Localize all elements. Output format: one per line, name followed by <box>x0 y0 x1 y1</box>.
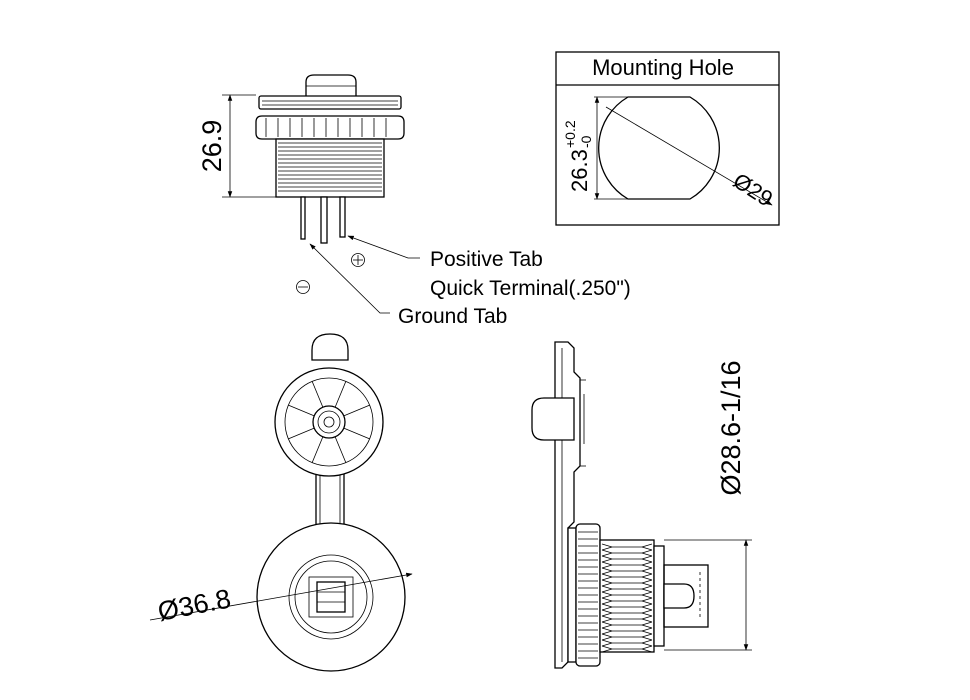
hole-diameter-label: Ø29 <box>729 168 777 212</box>
cap-spokes <box>288 381 370 463</box>
plus-circle-icon <box>351 253 365 267</box>
front-diameter-line <box>149 572 413 621</box>
socket-face <box>256 522 406 672</box>
right-side-view: Ø28.6-1/16 <box>531 341 752 669</box>
mounting-hole-box: Mounting Hole 26.3 +0.2 -0 Ø29 <box>555 51 780 226</box>
thread-diameter-label: Ø28.6-1/16 <box>716 360 746 495</box>
mounting-hole-shape <box>598 96 720 200</box>
body-flange <box>567 527 577 663</box>
height-dimension: 26.9 <box>197 94 276 198</box>
flange <box>258 95 402 110</box>
ground-tab-leader <box>309 243 390 314</box>
rear-terminal-tab <box>663 583 695 609</box>
cap-plug <box>531 397 575 441</box>
side-view: 26.9 Positive Tab Quick Terminal(.250") … <box>197 74 631 328</box>
minus-circle-icon <box>296 280 310 294</box>
hole-height-dimension: 26.3 +0.2 -0 <box>562 120 594 192</box>
front-view: Ø36.8 <box>149 333 413 672</box>
mounting-hole-title: Mounting Hole <box>592 55 734 80</box>
tether-strap <box>311 333 349 361</box>
height-dim-label: 26.9 <box>197 120 227 173</box>
threaded-body <box>275 138 385 198</box>
terminal-tabs <box>300 196 346 244</box>
nut <box>255 115 405 140</box>
ground-tab-label: Ground Tab <box>398 305 507 328</box>
quick-terminal-label: Quick Terminal(.250") <box>430 277 631 300</box>
hole-tol-lower: -0 <box>578 135 594 148</box>
socket-inner-ring <box>288 554 374 640</box>
positive-tab-label: Positive Tab <box>430 248 543 271</box>
front-diameter-label: Ø36.8 <box>155 583 233 626</box>
hole-height-base: 26.3 <box>567 149 592 192</box>
hole-tol-upper: +0.2 <box>562 120 578 148</box>
rear-housing <box>653 545 665 647</box>
positive-tab-leader <box>347 235 420 259</box>
